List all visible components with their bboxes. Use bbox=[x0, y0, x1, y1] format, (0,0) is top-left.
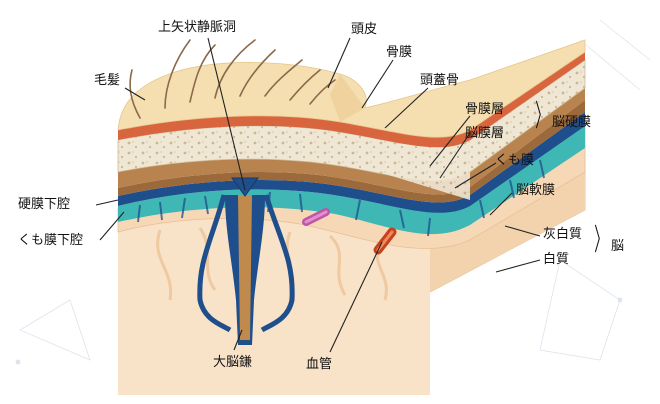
subarachnoid-space-label: くも膜下腔 bbox=[18, 233, 84, 248]
meningeal-layer-label: 脳膜層 bbox=[465, 126, 505, 141]
meningeal-layer bbox=[118, 100, 585, 203]
background-network bbox=[15, 19, 651, 365]
periosteum-label: 骨膜 bbox=[386, 45, 413, 60]
white-matter-label: 白質 bbox=[543, 252, 570, 267]
brain-label: 脳 bbox=[611, 239, 625, 254]
superior-sagittal-sinus bbox=[231, 177, 259, 197]
superior-sagittal-sinus-label: 上矢状静脈洞 bbox=[158, 20, 237, 35]
dura-mater-label: 脳硬膜 bbox=[552, 115, 592, 130]
arachnoid bbox=[118, 112, 585, 213]
skull-label: 頭蓋骨 bbox=[420, 73, 460, 88]
pia-mater-label: 脳軟膜 bbox=[516, 183, 556, 198]
blood-vessels bbox=[302, 208, 397, 255]
gray-matter-label: 灰白質 bbox=[543, 227, 583, 242]
periosteal-layer bbox=[118, 88, 585, 195]
white-matter bbox=[118, 115, 585, 395]
dura-mater bbox=[118, 88, 585, 203]
scalp-label: 頭皮 bbox=[351, 22, 378, 37]
hair-label: 毛髪 bbox=[94, 73, 121, 88]
hair bbox=[129, 39, 336, 119]
falx-cerebri-label: 大脳鎌 bbox=[213, 355, 253, 370]
falx-cerebri bbox=[197, 194, 295, 345]
scalp bbox=[117, 39, 586, 138]
dura-brace: 〉 bbox=[535, 99, 549, 134]
periosteal-layer-label: 骨膜層 bbox=[465, 102, 505, 117]
blood-vessel-label: 血管 bbox=[306, 357, 333, 372]
periosteum bbox=[118, 52, 585, 148]
arachnoid-label: くも膜 bbox=[495, 153, 535, 168]
brain-brace: 〉 bbox=[594, 223, 608, 258]
subdural-space-label: 硬膜下腔 bbox=[18, 197, 71, 212]
leader-lines bbox=[95, 37, 541, 353]
skull-side bbox=[340, 140, 470, 200]
